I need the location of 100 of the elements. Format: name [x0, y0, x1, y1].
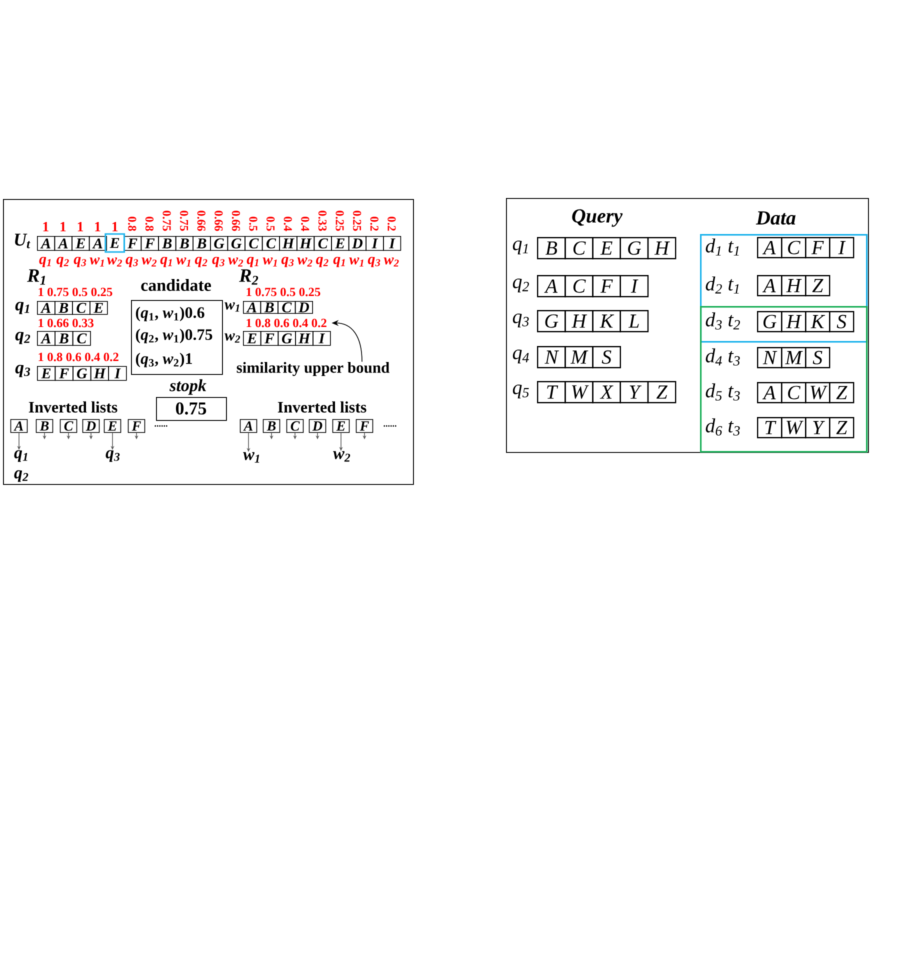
value-label: 1 — [95, 222, 100, 232]
list-heading: Inverted lists — [28, 401, 118, 413]
letter-cell: A — [37, 301, 56, 315]
item-label: q$_{1}$ — [39, 256, 51, 268]
item-label: q$_{3}$ — [74, 256, 86, 268]
annotation-text: similarity upper bound — [236, 362, 390, 376]
box-heading: stopk — [169, 379, 206, 395]
letter-cell: A — [757, 382, 782, 404]
letter-cell: H — [781, 275, 806, 296]
letter-cell: A — [537, 275, 566, 298]
item-label: q$_{3}$ — [368, 256, 380, 268]
letter-cell: X — [592, 381, 621, 404]
letter-cell: S — [805, 347, 830, 368]
letter-cell: I — [829, 237, 854, 258]
letter-cell: A — [757, 237, 782, 258]
row-label: d$_{2}$ t$_{1}$ — [706, 276, 739, 294]
letter-cell: W — [564, 381, 594, 404]
list-entry: q$_{3}$ — [106, 450, 120, 462]
letter-cell: A — [37, 331, 56, 346]
value-label: 0.8 — [128, 216, 136, 231]
value-label: 0.75 — [180, 210, 188, 231]
letter-cell: G — [278, 331, 296, 346]
letter-cell: I — [108, 366, 127, 381]
row-label: d$_{5}$ t$_{3}$ — [706, 383, 740, 401]
letter-cell: G — [210, 236, 228, 251]
column-heading: Query — [572, 209, 623, 227]
item-label: q$_{2}$ — [316, 256, 328, 268]
row-label: q$_{3}$ — [512, 314, 529, 328]
letter-cell: E — [37, 366, 56, 381]
letter-cell: H — [90, 366, 109, 381]
group-frame — [700, 306, 868, 453]
letter-cell: I — [312, 331, 331, 346]
letter-cell: C — [72, 301, 90, 315]
letter-cell: H — [295, 331, 314, 346]
value-label: 1 0.66 0.33 — [38, 318, 94, 328]
letter-cell: B — [175, 236, 194, 251]
letter-cell: B — [192, 236, 211, 251]
letter-cell: E — [332, 419, 350, 433]
letter-cell: Z — [805, 275, 830, 296]
value-label: 0.33 — [318, 210, 327, 231]
row-label: U$_{t}$ — [14, 234, 30, 248]
letter-cell: M — [781, 347, 806, 368]
letter-cell: H — [296, 236, 315, 251]
list-heading: Inverted lists — [278, 401, 366, 413]
letter-cell: F — [592, 275, 621, 298]
letter-cell: A — [88, 236, 107, 251]
value-label: 0.5 — [266, 216, 275, 231]
letter-cell: T — [757, 416, 782, 438]
letter-cell: A — [37, 236, 56, 251]
letter-cell: F — [128, 419, 146, 433]
letter-cell: F — [356, 419, 374, 433]
letter-cell: K — [805, 311, 830, 332]
letter-cell: E — [243, 331, 262, 346]
letter-cell: A — [10, 419, 28, 433]
letter-cell: S — [829, 311, 854, 332]
item-label: q$_{2}$ — [194, 256, 208, 268]
value-label: 1 — [78, 222, 84, 232]
letter-cell: H — [781, 311, 806, 332]
letter-cell: E — [331, 236, 350, 251]
figure-frame — [3, 199, 414, 485]
row-label: q$_{2}$ — [512, 278, 529, 292]
letter-cell: I — [383, 236, 402, 251]
value-label: 0.25 — [336, 210, 344, 231]
item-label: q$_{3}$ — [126, 256, 138, 268]
letter-cell: E — [90, 301, 108, 315]
row-label: d$_{1}$ t$_{1}$ — [706, 238, 739, 256]
item-label: q$_{3}$ — [212, 256, 224, 268]
item-label: q$_{1}$ — [246, 256, 258, 268]
item-label: w$_{2}$ — [107, 257, 122, 267]
letter-cell: Z — [829, 416, 854, 438]
letter-cell: A — [240, 419, 258, 433]
letter-cell: F — [124, 236, 142, 251]
letter-cell: T — [537, 381, 566, 404]
letter-cell: H — [279, 236, 298, 251]
letter-cell: F — [54, 366, 74, 381]
letter-cell: B — [158, 236, 176, 251]
letter-cell: W — [781, 416, 806, 438]
letter-cell: C — [564, 275, 594, 298]
item-label: w$_{1}$ — [349, 257, 364, 267]
value-label: 1 — [60, 222, 66, 232]
letter-cell: C — [781, 382, 806, 404]
list-entry: w$_{2}$ — [333, 451, 350, 462]
item-label: w$_{2}$ — [297, 257, 312, 267]
letter-cell: G — [72, 366, 92, 381]
letter-cell: C — [278, 301, 296, 314]
letter-cell: N — [757, 347, 782, 368]
list-entry: w$_{1}$ — [243, 452, 260, 463]
row-label: q$_{2}$ — [15, 332, 30, 344]
group-frame — [700, 234, 868, 343]
item-label: w$_{1}$ — [176, 257, 190, 267]
letter-cell: S — [592, 346, 621, 368]
group-label: R$_{1}$ — [27, 269, 46, 285]
letter-cell: G — [227, 236, 246, 251]
ellipsis: ...... — [154, 425, 168, 427]
row-label: w$_{2}$ — [224, 333, 240, 343]
item-label: w$_{1}$ — [90, 257, 104, 267]
value-label: 0.2 — [388, 216, 396, 231]
letter-cell: Y — [620, 381, 649, 404]
value-label: 0.4 — [301, 216, 310, 232]
row-label: d$_{6}$ t$_{3}$ — [706, 418, 740, 436]
